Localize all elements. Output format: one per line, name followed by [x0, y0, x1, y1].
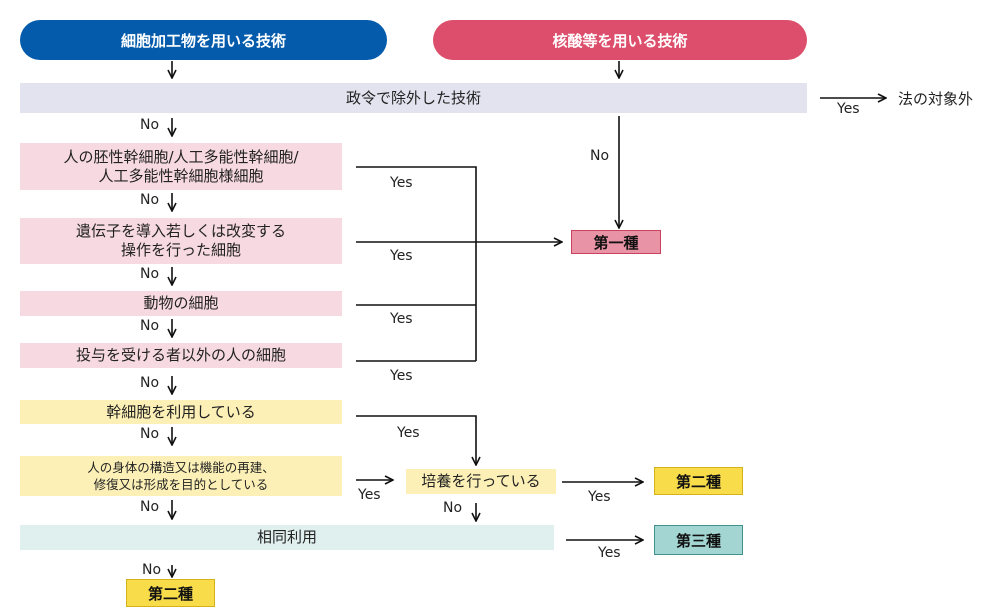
- step-stem-cell-label: 幹細胞を利用している: [106, 402, 256, 421]
- label-yes-stem-cell: Yes: [397, 425, 420, 441]
- step-animal-cells: 動物の細胞: [20, 291, 342, 316]
- outcome-class2-bottom: 第二種: [126, 579, 215, 607]
- header-nucleic-technology: 核酸等を用いる技術: [433, 20, 807, 60]
- label-no-8: No: [142, 562, 162, 578]
- outcome-class2-bottom-label: 第二種: [147, 584, 193, 603]
- step-embryonic-stem-cells: 人の胚性幹細胞/人工多能性幹細胞/ 人工多能性幹細胞様細胞: [20, 143, 342, 190]
- label-no-nucleic: No: [590, 148, 610, 164]
- label-yes-culture: Yes: [588, 489, 611, 505]
- label-yes-animal: Yes: [390, 311, 413, 327]
- outcome-class3: 第三種: [654, 525, 743, 555]
- step-other-human-label: 投与を受ける者以外の人の細胞: [75, 346, 286, 364]
- step-culture: 培養を行っている: [406, 469, 556, 494]
- label-yes-homologous: Yes: [598, 545, 621, 561]
- step-homologous-use: 相同利用: [20, 525, 554, 550]
- label-no-culture: No: [443, 500, 463, 516]
- label-yes-gene: Yes: [390, 248, 413, 264]
- step-embryonic-line2: 人工多能性幹細胞様細胞: [98, 166, 264, 185]
- outcome-class2: 第二種: [654, 467, 743, 495]
- label-no-5: No: [140, 375, 160, 391]
- step-reconstruct-line1: 人の身体の構造又は機能の再建、: [87, 460, 275, 475]
- step-homologous-label: 相同利用: [256, 528, 317, 546]
- step-gene-modified-cells: 遺伝子を導入若しくは改変する 操作を行った細胞: [20, 218, 342, 264]
- step-gene-line2: 操作を行った細胞: [120, 241, 241, 259]
- label-no-7: No: [140, 499, 160, 515]
- step-animal-label: 動物の細胞: [143, 294, 219, 312]
- outcome-class1: 第一種: [571, 230, 661, 254]
- label-no-6: No: [140, 426, 160, 442]
- header-nucleic-technology-label: 核酸等を用いる技術: [552, 31, 688, 50]
- label-yes-embryonic: Yes: [390, 175, 413, 191]
- label-no-3: No: [140, 266, 160, 282]
- label-yes-excluded: Yes: [837, 101, 860, 117]
- line-yes-embryonic: [356, 166, 477, 361]
- step-reconstruction-purpose: 人の身体の構造又は機能の再建、 修復又は形成を目的としている: [20, 456, 342, 496]
- label-yes-other-human: Yes: [390, 368, 413, 384]
- outcome-out-of-scope: 法の対象外: [898, 90, 974, 108]
- header-cell-technology-label: 細胞加工物を用いる技術: [120, 31, 286, 50]
- outcome-class3-label: 第三種: [675, 531, 721, 550]
- step-stem-cell-use: 幹細胞を利用している: [20, 400, 342, 424]
- label-yes-reconstruct: Yes: [358, 487, 381, 503]
- step-embryonic-line1: 人の胚性幹細胞/人工多能性幹細胞/: [63, 147, 299, 166]
- outcome-class1-label: 第一種: [593, 233, 639, 252]
- step-reconstruct-line2: 修復又は形成を目的としている: [93, 477, 269, 492]
- step-other-human-cells: 投与を受ける者以外の人の細胞: [20, 343, 342, 368]
- step-excluded: 政令で除外した技術: [20, 83, 807, 113]
- step-excluded-label: 政令で除外した技術: [345, 88, 481, 107]
- step-gene-line1: 遺伝子を導入若しくは改変する: [75, 222, 286, 240]
- label-no-4: No: [140, 318, 160, 334]
- label-no-1: No: [140, 117, 160, 133]
- arrow-stem-yes: [356, 415, 476, 465]
- header-cell-technology: 細胞加工物を用いる技術: [20, 20, 387, 60]
- step-culture-label: 培養を行っている: [421, 472, 541, 490]
- outcome-class2-label: 第二種: [675, 472, 721, 491]
- label-no-2: No: [140, 192, 160, 208]
